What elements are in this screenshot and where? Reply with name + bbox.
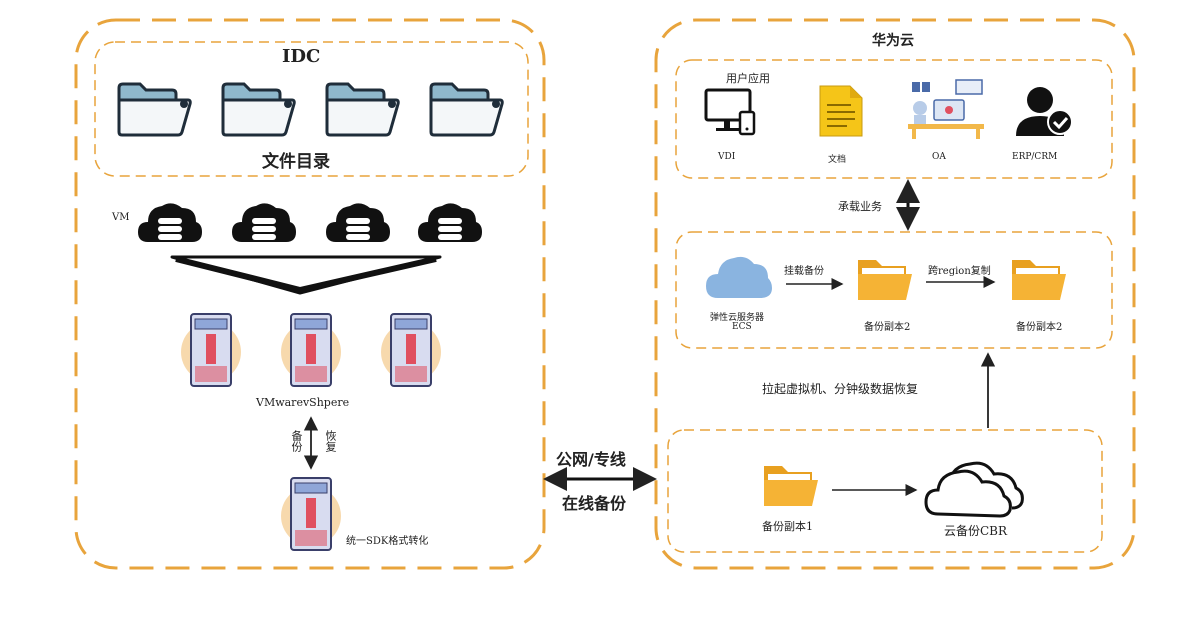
copy1-label: 备份副本1 [762,520,813,533]
user-check-icon [1016,87,1073,136]
copy2b-label: 备份副本2 [1016,322,1063,333]
huawei-frame [654,18,1136,570]
business-label: 承载业务 [838,200,882,213]
vm-database-cloud-icon [418,203,482,242]
vm-database-cloud-icon [232,203,296,242]
link-top-label: 公网/专线 [556,450,626,469]
app-label-vdi: VDI [718,152,736,162]
mount-label: 挂载备份 [784,266,824,277]
app-box [675,59,1113,179]
huawei-title: 华为云 [872,33,914,49]
document-icon [819,85,863,137]
copy2-label: 备份副本2 [864,322,911,333]
restore-label: 恢复 [324,430,337,452]
server-icon [281,313,341,387]
idc-title: IDC [282,46,321,67]
folder-icon [764,466,818,506]
folder-icon [221,82,296,137]
backup-label: 备份 [290,430,303,452]
ecs-label-line2: ECS [732,322,752,332]
cloud-icon [706,256,772,298]
idc-dir-box [94,41,529,177]
link-bottom-label: 在线备份 [562,494,627,513]
app-label-oa: OA [932,152,946,162]
server-icon [381,313,441,387]
folder-icon [429,82,504,137]
vsphere-label: VMwarevShpere [256,396,350,409]
folder-icon [117,82,192,137]
user-app-label: 用户应用 [726,72,770,85]
app-label-erp: ERP/CRM [1012,152,1058,162]
sdk-label: 统一SDK格式转化 [346,536,429,547]
folder-icon [858,260,912,300]
app-label-doc: 文档 [828,155,847,165]
pull-label: 拉起虚拟机、分钟级数据恢复 [762,382,919,396]
vm-label: VM [112,212,130,223]
vm-database-cloud-icon [326,203,390,242]
office-desk-icon [908,79,984,139]
server-icon [181,313,241,387]
desktop-monitor-icon [704,88,756,136]
sdk-server-icon [281,477,341,551]
cross-region-label: 跨region复制 [928,266,991,277]
dir-label: 文件目录 [262,152,330,172]
vm-database-cloud-icon [138,203,202,242]
cbr-label: 云备份CBR [944,524,1008,538]
ecs-box [675,231,1113,349]
ecs-label-line1: 弹性云服务器 [710,313,765,323]
cbr-cloud-icon [924,461,1024,518]
cbr-box [667,429,1103,553]
folder-icon [325,82,400,137]
idc-frame [74,18,546,570]
folder-icon [1012,260,1066,300]
